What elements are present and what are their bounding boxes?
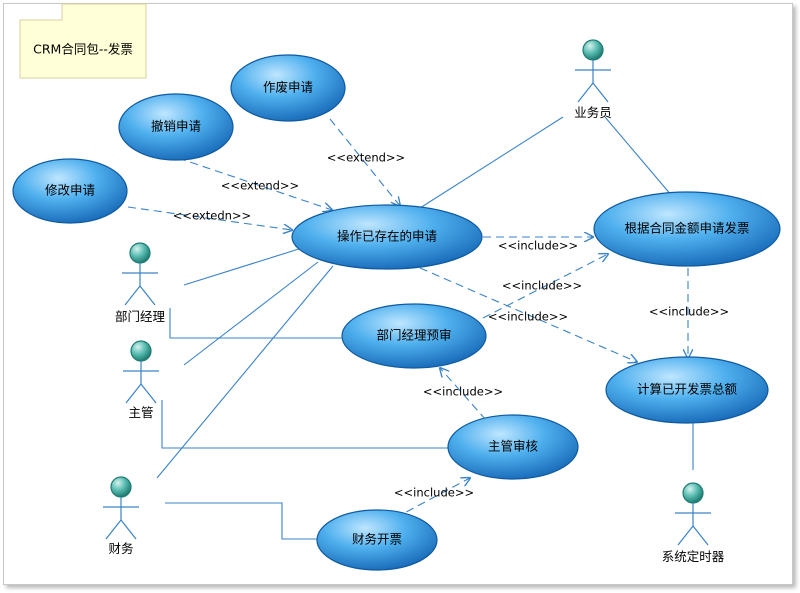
usecase-dept-review[interactable]: 部门经理预审 [341, 303, 487, 369]
diagram-canvas [3, 3, 793, 585]
actor-label: 部门经理 [115, 309, 166, 324]
include-invoice-audit [394, 478, 470, 519]
actor-salesman[interactable]: 业务员 [574, 39, 612, 120]
stereotype-label: <<extend>> [327, 151, 405, 165]
actor-head-icon [682, 482, 704, 504]
include-operate-calc [419, 267, 637, 362]
actor-system-timer[interactable]: 系统定时器 [662, 482, 725, 564]
use-cases: 作废申请 撤销申请 修改申请 操作已存在的申请 根据合同金额申请发票 部门经理预… [12, 54, 781, 571]
usecase-finance-invoice[interactable]: 财务开票 [316, 509, 438, 571]
stereotype-label: <<include>> [394, 486, 474, 500]
association-deptmanager-review [169, 308, 345, 339]
actor-head-icon [129, 242, 151, 264]
stereotype-label: <<include>> [498, 239, 578, 253]
stereotype-label: <<include>> [423, 385, 503, 399]
actor-dept-manager[interactable]: 部门经理 [115, 242, 166, 324]
include-review-apply [482, 254, 608, 319]
association-deptmanager-operate [183, 247, 303, 286]
stereotype-label: <<include>> [649, 305, 729, 319]
usecase-label: 部门经理预审 [376, 328, 451, 343]
usecase-label: 主管审核 [488, 439, 539, 454]
actor-supervisor[interactable]: 主管 [123, 340, 159, 420]
association-supervisor-operate [183, 261, 319, 366]
usecase-void-request[interactable]: 作废申请 [230, 54, 346, 122]
usecase-label: 修改申请 [45, 183, 95, 198]
actor-head-icon [582, 39, 604, 61]
association-salesman-apply [604, 116, 673, 197]
usecase-label: 计算已开发票总额 [637, 382, 738, 397]
usecase-apply-by-amount[interactable]: 根据合同金额申请发票 [593, 191, 781, 267]
package-note: CRM合同包--发票 [19, 3, 147, 79]
usecase-label: 财务开票 [352, 532, 402, 547]
actor-label: 系统定时器 [662, 549, 725, 564]
usecase-modify-request[interactable]: 修改申请 [12, 158, 128, 224]
association-finance-invoice [165, 502, 322, 540]
actor-finance[interactable]: 财务 [103, 476, 139, 556]
stereotype-label: <<extend>> [221, 179, 299, 193]
extend-revoke [177, 157, 332, 210]
actor-label: 财务 [108, 541, 133, 556]
association-supervisor-audit [161, 400, 450, 449]
stereotype-label: <<include>> [488, 310, 568, 324]
stereotype-label: <<include>> [502, 279, 582, 293]
actor-head-icon [130, 340, 152, 362]
usecase-label: 撤销申请 [151, 119, 201, 134]
association-lines [156, 116, 694, 540]
usecase-calc-total[interactable]: 计算已开发票总额 [605, 356, 769, 424]
usecase-supervisor-review[interactable]: 主管审核 [447, 414, 579, 480]
stereotype-labels: <<extend>> <<extend>> <<extedn>> <<inclu… [173, 151, 729, 500]
actor-label: 业务员 [574, 105, 612, 120]
actor-label: 主管 [128, 405, 153, 420]
note-text: CRM合同包--发票 [33, 42, 133, 57]
association-finance-operate [156, 265, 334, 479]
usecase-revoke-request[interactable]: 撤销申请 [118, 93, 234, 161]
actors: 业务员 部门经理 主管 财务 [103, 39, 725, 564]
usecase-operate-existing[interactable]: 操作已存在的申请 [291, 204, 483, 270]
extend-void [329, 118, 400, 206]
dependency-lines [127, 118, 688, 519]
actor-head-icon [110, 476, 132, 498]
include-audit-review [440, 368, 487, 421]
usecase-label: 操作已存在的申请 [337, 229, 437, 244]
extend-modify [127, 206, 292, 230]
usecase-label: 根据合同金额申请发票 [624, 221, 749, 236]
usecase-label: 作废申请 [263, 80, 313, 95]
stereotype-label: <<extedn>> [173, 209, 251, 223]
association-salesman-operate [419, 116, 564, 209]
